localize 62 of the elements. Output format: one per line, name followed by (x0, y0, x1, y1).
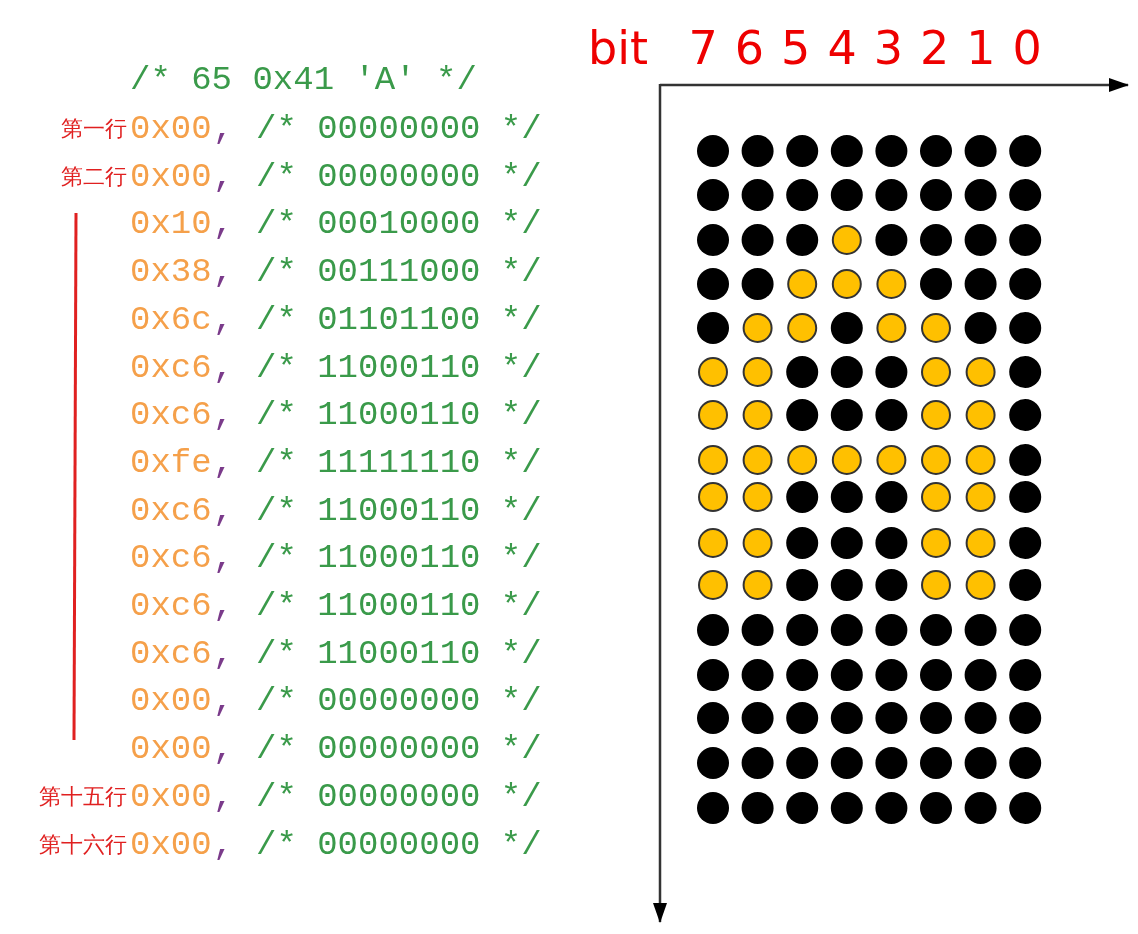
hex-value: 0xc6 (130, 398, 212, 433)
comma: , (213, 445, 234, 480)
hex-value: 0x00 (130, 827, 212, 862)
comma: , (213, 112, 234, 146)
hex-value: 0x00 (130, 779, 212, 814)
code-comment: /* 01101100 */ (256, 302, 542, 337)
code-comment: /* 11111110 */ (256, 445, 542, 480)
comma: , (213, 302, 234, 337)
row-label: 第十五行 (39, 784, 127, 809)
hex-value: 0xc6 (130, 493, 212, 528)
comma: , (213, 350, 234, 385)
code-comment: /* 00010000 */ (256, 207, 542, 242)
comma: , (213, 207, 234, 242)
hex-value: 0x00 (130, 684, 212, 719)
comma: , (213, 541, 234, 576)
code-comment: /* 11000110 */ (256, 589, 542, 623)
hex-value: 0x00 (130, 732, 212, 767)
code-comment: /* 00000000 */ (256, 159, 542, 194)
bit-number: 3 (873, 23, 903, 73)
hex-value: 0xc6 (130, 350, 212, 385)
code-comment: /* 00000000 */ (256, 732, 542, 767)
comma: , (213, 684, 234, 719)
hex-value: 0xc6 (130, 589, 212, 623)
code-comment: /* 11000110 */ (256, 636, 542, 671)
code-comment: /* 11000110 */ (256, 398, 542, 433)
comma: , (213, 636, 234, 671)
row-label: 第二行 (61, 164, 127, 189)
bit-number: 0 (1012, 23, 1042, 73)
hex-value: 0x10 (130, 207, 212, 242)
hex-value: 0xc6 (130, 636, 212, 671)
code-comment: /* 11000110 */ (256, 350, 542, 385)
hex-value: 0x6c (130, 302, 212, 337)
code-comment: /* 11000110 */ (256, 493, 542, 528)
code-comment: /* 00000000 */ (256, 779, 542, 814)
code-comment: /* 65 0x41 'A' */ (130, 63, 477, 97)
row-label: 第十六行 (39, 832, 127, 857)
bit-number: 4 (827, 23, 857, 73)
comma: , (213, 398, 234, 433)
code-comment: /* 00000000 */ (256, 112, 542, 146)
comma: , (213, 255, 234, 290)
bit-label: bit (588, 23, 648, 73)
code-comment: /* 11000110 */ (256, 541, 542, 576)
code-comment: /* 00000000 */ (256, 684, 542, 719)
comma: , (213, 779, 234, 814)
bit-number: 6 (734, 23, 765, 73)
comma: , (213, 159, 234, 194)
comma: , (213, 493, 234, 528)
comma: , (213, 589, 234, 623)
bit-number: 1 (966, 23, 996, 73)
bit-number: 7 (688, 23, 718, 73)
hex-value: 0x38 (130, 255, 212, 290)
hex-value: 0xc6 (130, 541, 212, 576)
bit-number: 5 (781, 23, 811, 73)
hex-value: 0x00 (130, 112, 212, 146)
hex-value: 0xfe (130, 445, 212, 480)
row-label: 第一行 (61, 117, 127, 141)
bit-number: 2 (920, 23, 950, 73)
comma: , (213, 732, 234, 767)
code-comment: /* 00111000 */ (256, 255, 542, 290)
comma: , (213, 827, 234, 862)
hex-value: 0x00 (130, 159, 212, 194)
code-comment: /* 00000000 */ (256, 827, 542, 862)
